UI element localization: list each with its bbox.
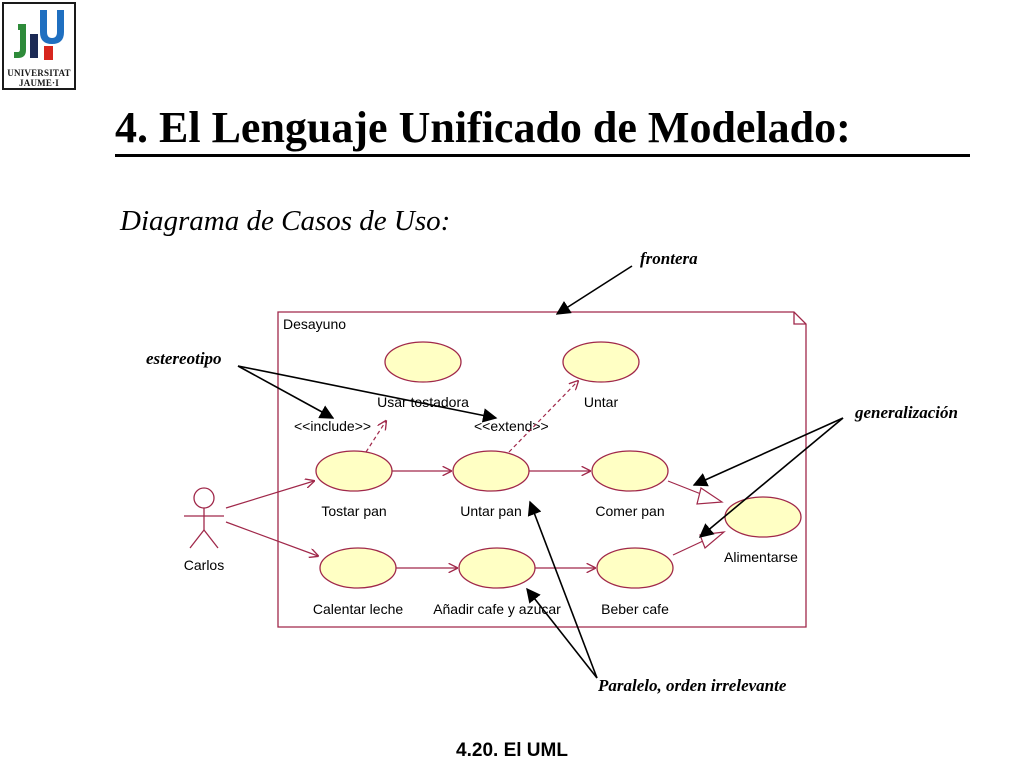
logo-emblem-icon (14, 10, 64, 60)
actor-carlos-label: Carlos (184, 557, 224, 573)
use-case-tostar-pan[interactable] (315, 450, 393, 492)
extend-dependency (508, 381, 578, 453)
annotation-arrow-generalizacion-2 (698, 417, 844, 538)
use-case-anadir-cafe[interactable] (458, 547, 536, 589)
label-anadir-cafe: Añadir cafe y azucar (433, 601, 561, 617)
diagram-subtitle: Diagrama de Casos de Uso: (120, 205, 451, 237)
slide-footer: 4.20. El UML (456, 740, 568, 761)
annotation-arrow-paralelo-2 (526, 587, 598, 679)
logo-line-2: JAUME·I (19, 78, 59, 88)
annotation-arrow-extend (237, 365, 498, 423)
title-underline (115, 154, 970, 157)
label-untar-pan: Untar pan (460, 503, 521, 519)
use-case-alimentarse[interactable] (724, 496, 802, 538)
annotation-frontera: frontera (640, 249, 698, 268)
annotation-generalizacion: generalización (854, 403, 958, 422)
label-tostar-pan: Tostar pan (321, 503, 386, 519)
annotation-arrow-generalizacion-1 (692, 417, 844, 487)
stereotype-include-label: <<include>> (294, 418, 371, 434)
label-alimentarse: Alimentarse (724, 549, 798, 565)
association-carlos-tostar (225, 481, 314, 509)
logo-line-1: UNIVERSITAT (7, 68, 71, 78)
actor-carlos-figure[interactable] (184, 487, 224, 549)
use-case-untar-pan[interactable] (452, 450, 530, 492)
label-untar: Untar (584, 394, 619, 410)
system-name: Desayuno (283, 316, 346, 332)
label-comer-pan: Comer pan (595, 503, 664, 519)
page-title: 4. El Lenguaje Unificado de Modelado: (115, 103, 851, 152)
stereotype-extend-label: <<extend>> (474, 418, 549, 434)
use-case-beber-cafe[interactable] (596, 547, 674, 589)
annotation-estereotipo: estereotipo (146, 349, 222, 368)
label-calentar-leche: Calentar leche (313, 601, 403, 617)
university-logo: UNIVERSITAT JAUME·I (2, 2, 76, 90)
use-case-calentar-leche[interactable] (319, 547, 397, 589)
annotation-arrow-frontera (555, 265, 633, 315)
use-case-comer-pan[interactable] (591, 450, 669, 492)
system-boundary: Desayuno (277, 311, 807, 628)
annotation-arrow-include (237, 365, 335, 419)
annotation-paralelo: Paralelo, orden irrelevante (597, 676, 787, 695)
annotation-arrow-paralelo-1 (527, 500, 598, 679)
generalization-arrows (667, 480, 726, 556)
use-case-usar-tostadora[interactable] (384, 341, 462, 383)
label-beber-cafe: Beber cafe (601, 601, 669, 617)
association-carlos-calentar (225, 521, 318, 556)
use-case-untar[interactable] (562, 341, 640, 383)
include-dependency (365, 421, 386, 453)
